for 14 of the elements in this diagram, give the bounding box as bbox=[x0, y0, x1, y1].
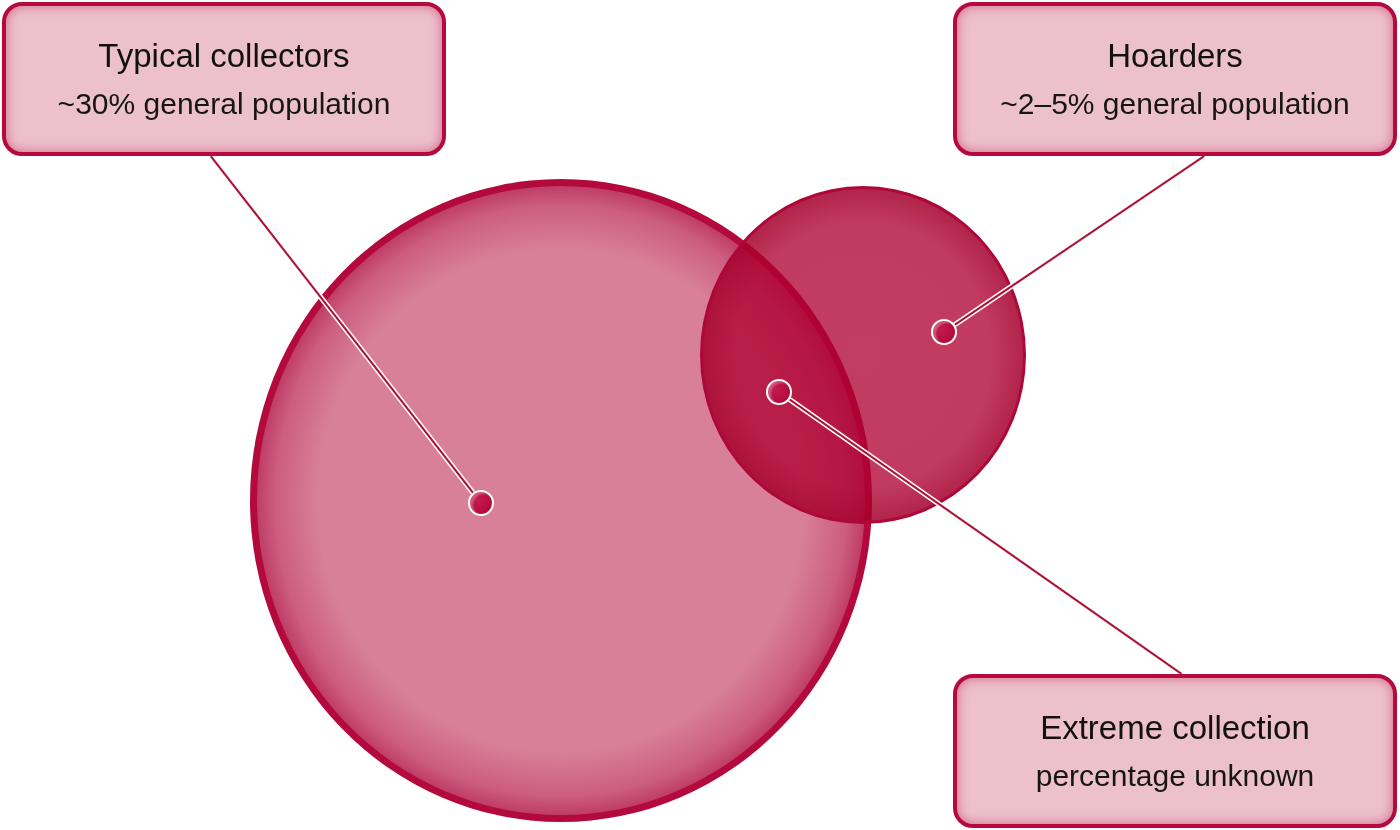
dot-icon bbox=[931, 319, 957, 345]
callout-box bbox=[2, 2, 446, 156]
leader-line bbox=[954, 155, 1205, 326]
leader-line bbox=[209, 155, 474, 494]
dot-icon bbox=[468, 490, 494, 516]
callout-box bbox=[953, 674, 1397, 828]
callout-box bbox=[953, 2, 1397, 156]
callout-text: ~30% general population bbox=[57, 85, 391, 122]
callout-title: Extreme collection bbox=[1040, 708, 1310, 748]
callout-text: ~2–5% general population bbox=[1000, 85, 1350, 122]
callout-text: percentage unknown bbox=[1035, 757, 1315, 794]
callout-title: Hoarders bbox=[1107, 36, 1243, 76]
callout-title: Typical collectors bbox=[98, 36, 350, 76]
leader-line bbox=[788, 398, 1183, 675]
